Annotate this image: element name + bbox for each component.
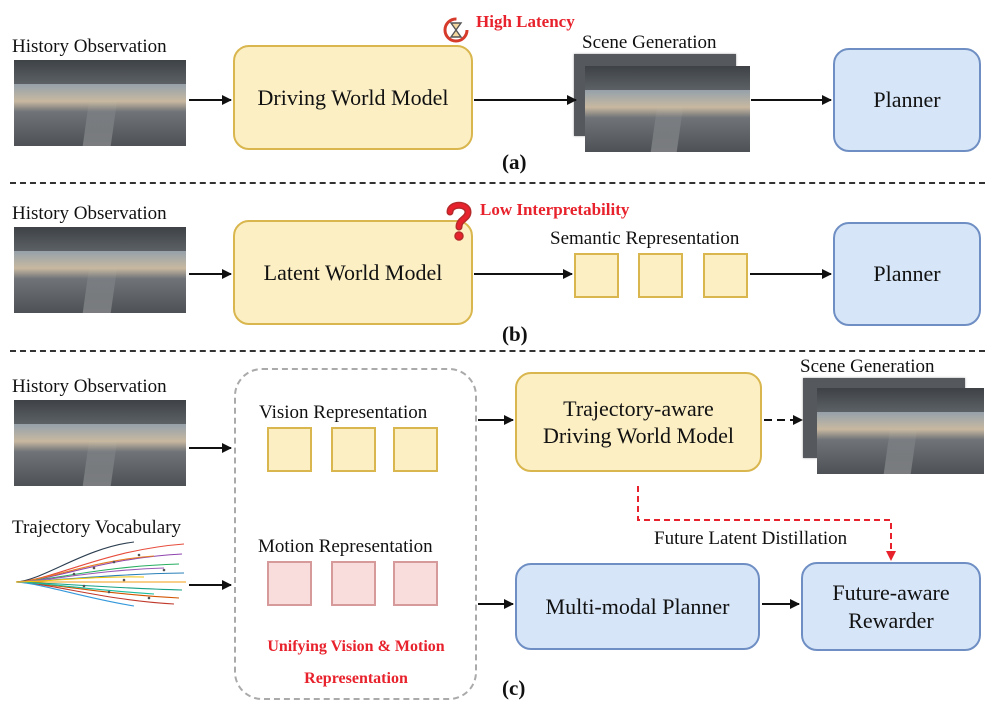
panel-a-tag: (a) (502, 150, 527, 174)
semantic-token-3 (703, 253, 748, 298)
semantic-representation-label: Semantic Representation (550, 228, 740, 249)
arrow-future-latent-distillation (637, 486, 896, 561)
motion-representation-label: Motion Representation (258, 536, 433, 557)
vision-representation-label: Vision Representation (259, 402, 428, 423)
multi-modal-planner-box: Multi-modal Planner (515, 563, 760, 650)
divider-b-c (10, 350, 985, 352)
trajectory-vocabulary-icon (14, 540, 189, 608)
future-aware-rewarder-line1: Future-aware (832, 580, 950, 605)
semantic-token-1 (574, 253, 619, 298)
representation-group (234, 368, 477, 700)
trajectory-vocabulary-label: Trajectory Vocabulary (12, 517, 182, 538)
history-observation-label-b: History Observation (12, 203, 167, 224)
future-aware-rewarder-line2: Rewarder (848, 607, 934, 633)
vision-token-1 (267, 427, 312, 472)
panel-c-tag: (c) (502, 676, 526, 700)
history-observation-image-c (14, 400, 186, 486)
motion-token-3 (393, 561, 438, 606)
driving-world-model-label: Driving World Model (257, 84, 449, 110)
trajectory-aware-world-model-line2: Driving World Model (543, 423, 734, 448)
driving-world-model-box: Driving World Model (233, 45, 473, 150)
high-latency-label: High Latency (476, 12, 575, 31)
latent-world-model-label: Latent World Model (263, 259, 443, 285)
vision-token-2 (331, 427, 376, 472)
low-interpretability-label: Low Interpretability (480, 200, 630, 219)
scene-generation-label-c: Scene Generation (800, 356, 935, 377)
history-observation-label-c: History Observation (12, 376, 167, 397)
divider-a-b (10, 182, 985, 184)
motion-token-1 (267, 561, 312, 606)
motion-token-2 (331, 561, 376, 606)
unifying-label-line1: Unifying Vision & Motion (267, 638, 445, 655)
planner-box-a: Planner (833, 48, 981, 152)
hourglass-icon (443, 17, 469, 43)
unifying-label-line2: Representation (304, 670, 408, 687)
panel-b-tag: (b) (502, 322, 528, 346)
planner-label-b: Planner (873, 261, 941, 287)
history-observation-label: History Observation (12, 36, 167, 57)
future-aware-rewarder-box: Future-aware Rewarder (801, 562, 981, 651)
planner-box-b: Planner (833, 222, 981, 326)
latent-world-model-box: Latent World Model (233, 220, 473, 325)
vision-token-3 (393, 427, 438, 472)
trajectory-aware-world-model-line1: Trajectory-aware (563, 395, 714, 421)
scene-generation-label-a: Scene Generation (582, 32, 717, 53)
multi-modal-planner-label: Multi-modal Planner (545, 593, 730, 619)
trajectory-aware-world-model-box: Trajectory-aware Driving World Model (515, 372, 762, 472)
history-observation-image (14, 60, 186, 146)
semantic-token-2 (638, 253, 683, 298)
question-mark-icon (445, 200, 473, 242)
planner-label-a: Planner (873, 87, 941, 113)
history-observation-image-b (14, 227, 186, 313)
future-latent-distillation-label: Future Latent Distillation (654, 528, 848, 549)
